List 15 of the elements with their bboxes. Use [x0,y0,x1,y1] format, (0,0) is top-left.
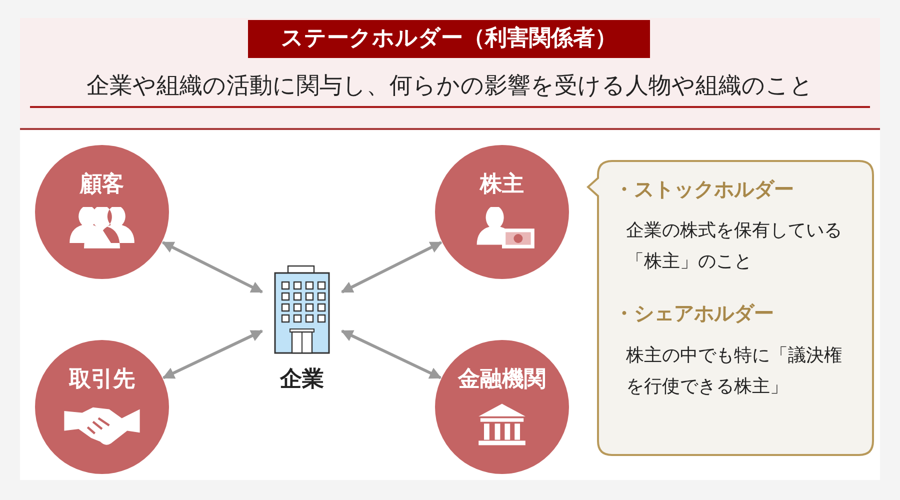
description-text: 企業の株式を保有している「株主」のこと [626,219,843,274]
building-label: 企業 [278,366,325,394]
circle-label: 金融機関 [458,366,546,394]
bullet-heading: ・ストックホルダー [614,176,795,203]
double-arrow [162,330,264,380]
circle-label: 取引先 [69,366,135,394]
double-arrow [340,330,442,380]
description-text: 株主の中でも特に「議決権を行使できる株主」 [626,344,843,399]
bullet-heading: ・シェアホルダー [614,300,775,327]
title-banner: ステークホルダー（利害関係者） [248,20,650,58]
definition-text: 企業や組織の活動に関与し、何らかの影響を受ける人物や組織のこと [86,72,814,101]
double-arrow [162,241,264,294]
circle-label: 株主 [480,170,524,199]
circle-label: 顧客 [80,170,124,199]
double-arrow [340,241,442,294]
